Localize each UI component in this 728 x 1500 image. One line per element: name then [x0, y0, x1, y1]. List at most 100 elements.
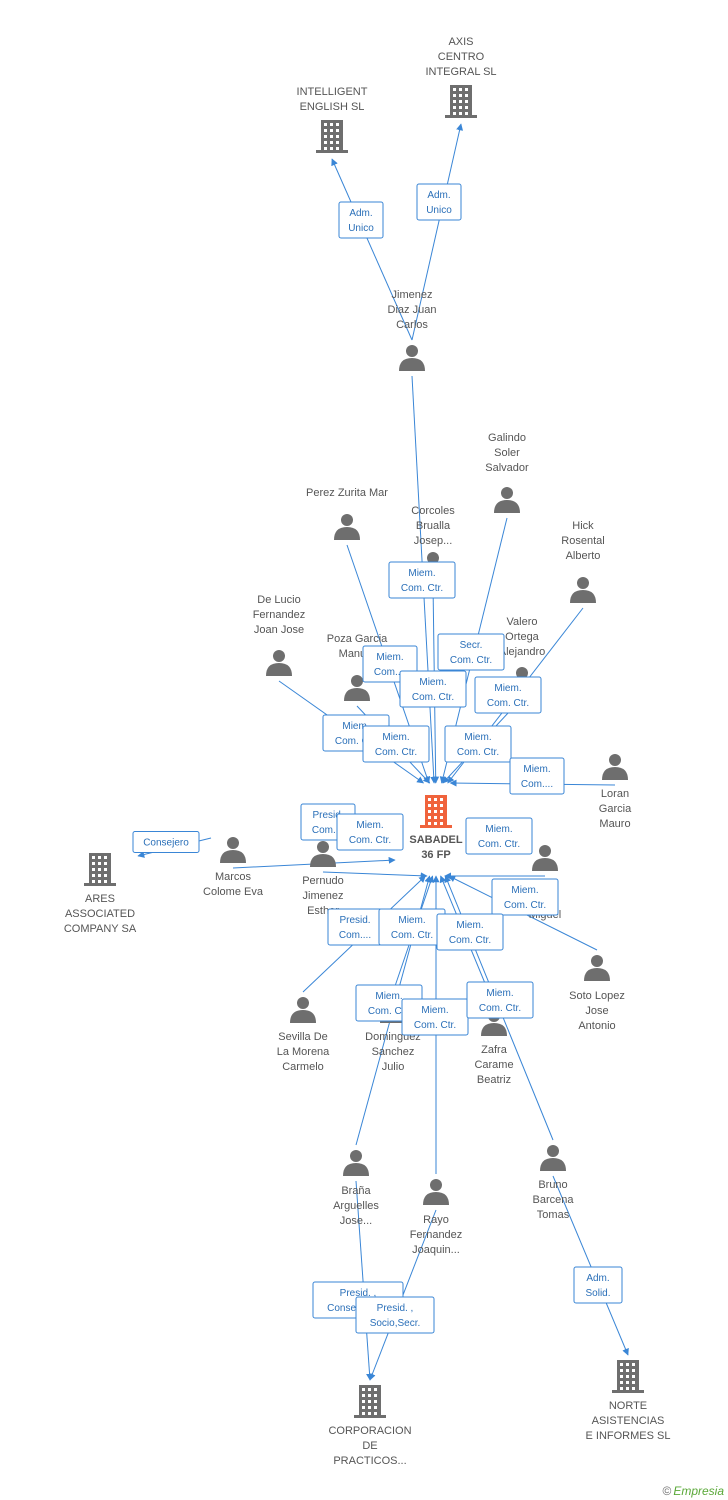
edge-label-text: Adm.	[586, 1273, 609, 1284]
person-icon-head	[539, 845, 551, 857]
edge-label-galindo-center[interactable]: Secr.Com. Ctr.	[437, 633, 505, 671]
node-label: ASSOCIATED	[65, 908, 135, 920]
edge-label-corcoles-center[interactable]: Miem.Com. Ctr.	[399, 670, 467, 708]
person-icon-head	[297, 997, 309, 1009]
node-label: De Lucio	[257, 594, 300, 606]
edge-label-sevilla-center[interactable]: Presid.Com....	[327, 908, 383, 946]
building-icon	[612, 1360, 644, 1393]
footer-brand[interactable]: ©Empresia	[662, 1484, 724, 1498]
edge-label-text: Miem.	[382, 732, 409, 743]
edge-label-text: Com. Ctr.	[414, 1020, 456, 1031]
node-label: Braña	[341, 1185, 371, 1197]
edge-label-text: Com. Ctr.	[487, 698, 529, 709]
node-label: E INFORMES SL	[586, 1430, 671, 1442]
person-icon-body	[343, 1163, 369, 1176]
edge-label-zafra-center[interactable]: Miem.Com. Ctr.	[436, 913, 504, 951]
edge-label-jimenez-intelligent[interactable]: Adm.Unico	[338, 201, 384, 239]
edge-label-box	[465, 817, 533, 855]
edge-label-valero-center[interactable]: Miem.Com. Ctr.	[444, 725, 512, 763]
person-icon-body	[220, 850, 246, 863]
edge-label-marcos-ares[interactable]: Consejero	[132, 831, 200, 853]
edge-label-box	[355, 1296, 435, 1334]
edge-bruno-norte	[552, 1175, 629, 1356]
person-icon-head	[350, 1150, 362, 1162]
edge-label-bruno-norte[interactable]: Adm.Solid.	[573, 1266, 623, 1304]
edge-label-text: Miem.	[523, 764, 550, 775]
edge-label-lopez-center[interactable]: Miem.Com. Ctr.	[465, 817, 533, 855]
edge-label-text: Com. Ctr.	[479, 1003, 521, 1014]
person-icon-body	[570, 590, 596, 603]
building-icon	[316, 120, 348, 153]
node-label: ENGLISH SL	[300, 101, 365, 113]
edge-label-bruno-center[interactable]: Miem. Com. Ctr.	[466, 981, 534, 1019]
edge-label-jimenez-axis[interactable]: Adm.Unico	[416, 183, 462, 221]
edge-label-box	[416, 183, 462, 221]
person-icon-body	[266, 663, 292, 676]
company-node-corporacion[interactable]: CORPORACIONDEPRACTICOS...	[328, 1385, 412, 1467]
person-icon-body	[344, 688, 370, 701]
node-label: Alberto	[566, 550, 601, 562]
person-node-brana[interactable]: BrañaArguellesJose...	[333, 1150, 379, 1227]
edge-label-text: Miem.	[464, 732, 491, 743]
node-label: Rayo	[423, 1214, 449, 1226]
edge-label-text: Socio,Secr.	[370, 1318, 421, 1329]
node-label: CENTRO	[438, 51, 485, 63]
person-icon-head	[501, 487, 513, 499]
edge-label-box	[388, 561, 456, 599]
person-node-perez[interactable]: Perez Zurita Mar	[306, 487, 388, 540]
edge-label-jimenez-center[interactable]: Miem.Com. Ctr.	[388, 561, 456, 599]
edge-label-hick-center[interactable]: Miem. Com. Ctr.	[474, 676, 542, 714]
edge-label-rayo-corporacion[interactable]: Presid. ,Socio,Secr.	[355, 1296, 435, 1334]
person-icon-body	[290, 1010, 316, 1023]
edge-label-box	[336, 813, 404, 851]
edge-label-loran-center[interactable]: Miem.Com....	[509, 757, 565, 795]
edge-label-soto-center[interactable]: Miem.Com. Ctr.	[491, 878, 559, 916]
node-label: Bruno	[538, 1179, 567, 1191]
edge-label-text: Miem.	[408, 568, 435, 579]
node-label: Sevilla De	[278, 1031, 328, 1043]
node-label: Rosental	[561, 535, 604, 547]
edge-label-text: Presid.	[312, 810, 343, 821]
building-icon	[420, 795, 452, 828]
edge-label-text: Miem.	[494, 683, 521, 694]
node-label: Pernudo	[302, 875, 344, 887]
edge-label-text: Unico	[348, 223, 374, 234]
edge-label-text: Com. Ctr.	[335, 736, 377, 747]
person-icon-head	[609, 754, 621, 766]
edge-label-poza-center[interactable]: Miem.Com. Ctr.	[362, 725, 430, 763]
edge-label-text: Com. Ctr.	[391, 930, 433, 941]
edge-label-text: Miem.	[486, 988, 513, 999]
node-label: Brualla	[416, 520, 451, 532]
person-icon-head	[577, 577, 589, 589]
edge-label-rayo-center[interactable]: Miem. Com. Ctr.	[401, 998, 469, 1036]
node-label: Diaz Juan	[388, 304, 437, 316]
person-node-rayo[interactable]: RayoFernandezJoaquin...	[410, 1179, 463, 1256]
edge-jimenez-intelligent	[331, 158, 413, 341]
edge-pernudo-center	[322, 871, 428, 880]
edge-label-text: Com. Ctr.	[504, 900, 546, 911]
edge-label-dominguez-center[interactable]: Miem.Com. Ctr.	[378, 908, 446, 946]
node-label: Jose	[585, 1005, 608, 1017]
edge-label-text: Miem.	[421, 1005, 448, 1016]
edge-label-pernudo-center[interactable]: Miem.Com. Ctr.	[336, 813, 404, 851]
edge-label-text: Miem.	[419, 677, 446, 688]
edge-label-box	[573, 1266, 623, 1304]
edge-label-text: Com....	[339, 930, 371, 941]
